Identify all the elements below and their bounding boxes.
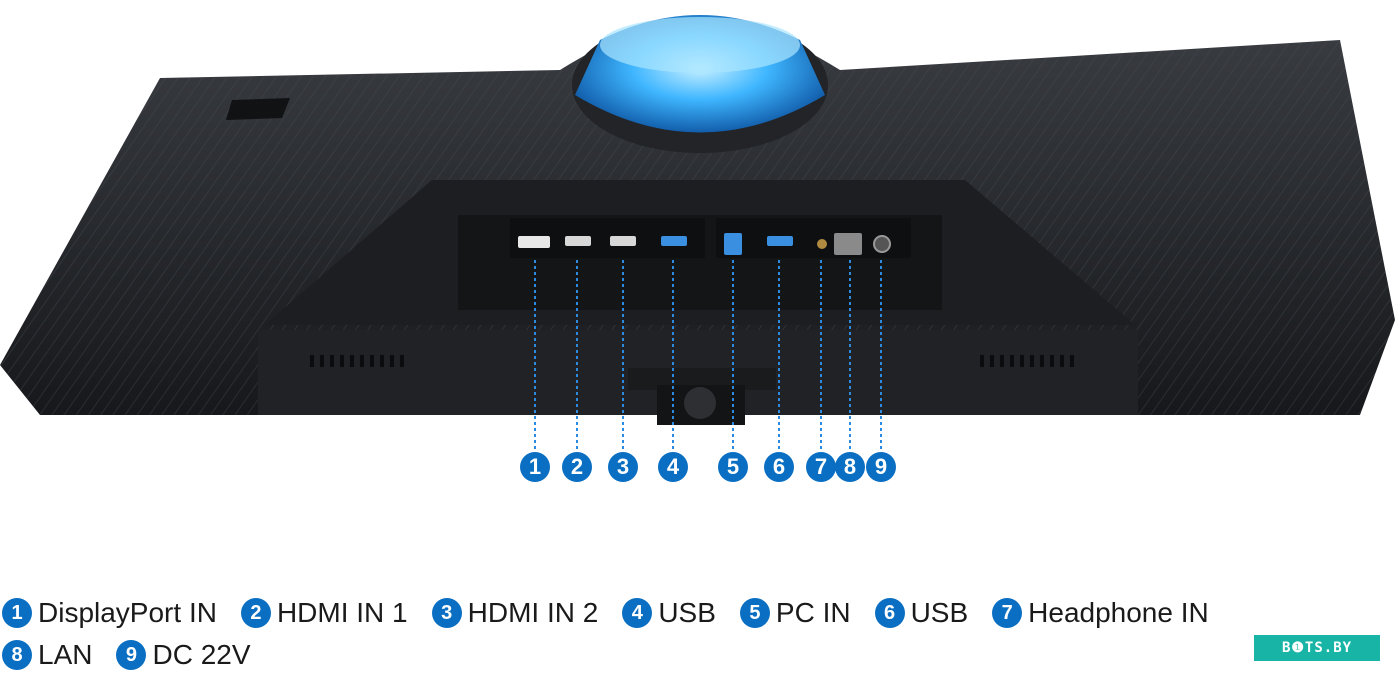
port-badge-5: 5 bbox=[718, 452, 748, 482]
displayport-socket bbox=[518, 236, 550, 248]
usbb-socket bbox=[724, 233, 742, 255]
brand-logo bbox=[226, 98, 290, 120]
legend-num: 7 bbox=[992, 598, 1023, 628]
legend-item-dc: 9 DC 22V bbox=[116, 639, 251, 671]
legend-item-hdmi1: 2 HDMI IN 1 bbox=[240, 597, 408, 629]
monitor-rear-photo: 1 2 3 4 5 6 7 8 9 bbox=[0, 15, 1395, 482]
legend-label: HDMI IN 2 bbox=[467, 597, 599, 628]
hdmi2-socket bbox=[610, 236, 636, 246]
legend-num: 5 bbox=[739, 598, 770, 628]
headphone-socket bbox=[817, 239, 827, 249]
dc-socket bbox=[873, 235, 891, 253]
legend-row-1: 1 DisplayPort IN 2 HDMI IN 1 3 HDMI IN 2… bbox=[2, 593, 1233, 633]
watermark-badge: B❶TS.BY bbox=[1254, 635, 1380, 661]
legend-num: 9 bbox=[116, 640, 147, 670]
legend-num: 1 bbox=[2, 598, 32, 628]
port-badge-7: 7 bbox=[806, 452, 836, 482]
monitor-illustration bbox=[0, 15, 1395, 452]
legend-num: 4 bbox=[622, 598, 653, 628]
legend-item-displayport: 1 DisplayPort IN bbox=[2, 597, 217, 629]
port-badge-4: 4 bbox=[658, 452, 688, 482]
legend-label: USB bbox=[658, 597, 716, 628]
usb1-socket bbox=[661, 236, 687, 246]
port-badge-3: 3 bbox=[608, 452, 638, 482]
legend-item-lan: 8 LAN bbox=[2, 639, 92, 671]
leader-lines bbox=[534, 260, 882, 452]
legend-item-pcin: 5 PC IN bbox=[739, 597, 851, 629]
lan-socket bbox=[834, 233, 862, 255]
legend-row-2: 8 LAN 9 DC 22V bbox=[2, 635, 275, 675]
legend-label: DisplayPort IN bbox=[38, 597, 217, 628]
legend-num: 8 bbox=[2, 640, 32, 670]
legend-label: Headphone IN bbox=[1028, 597, 1209, 628]
legend-num: 3 bbox=[431, 598, 462, 628]
port-badge-2: 2 bbox=[562, 452, 592, 482]
hdmi1-socket bbox=[565, 236, 591, 246]
legend-item-hdmi2: 3 HDMI IN 2 bbox=[431, 597, 599, 629]
port-badge-1: 1 bbox=[520, 452, 550, 482]
legend-label: USB bbox=[910, 597, 969, 628]
usb2-socket bbox=[767, 236, 793, 246]
legend-label: PC IN bbox=[775, 597, 851, 628]
legend-label: DC 22V bbox=[152, 639, 251, 670]
legend-label: HDMI IN 1 bbox=[276, 597, 408, 628]
legend-label: LAN bbox=[38, 639, 93, 670]
legend-num: 6 bbox=[874, 598, 905, 628]
port-badge-9: 9 bbox=[866, 452, 896, 482]
legend-item-headphone: 7 Headphone IN bbox=[992, 597, 1209, 629]
legend-num: 2 bbox=[240, 598, 271, 628]
joystick-icon bbox=[684, 387, 716, 419]
port-badge-6: 6 bbox=[764, 452, 794, 482]
legend-item-usb1: 4 USB bbox=[622, 597, 716, 629]
legend-item-usb2: 6 USB bbox=[874, 597, 969, 629]
port-badge-8: 8 bbox=[835, 452, 865, 482]
